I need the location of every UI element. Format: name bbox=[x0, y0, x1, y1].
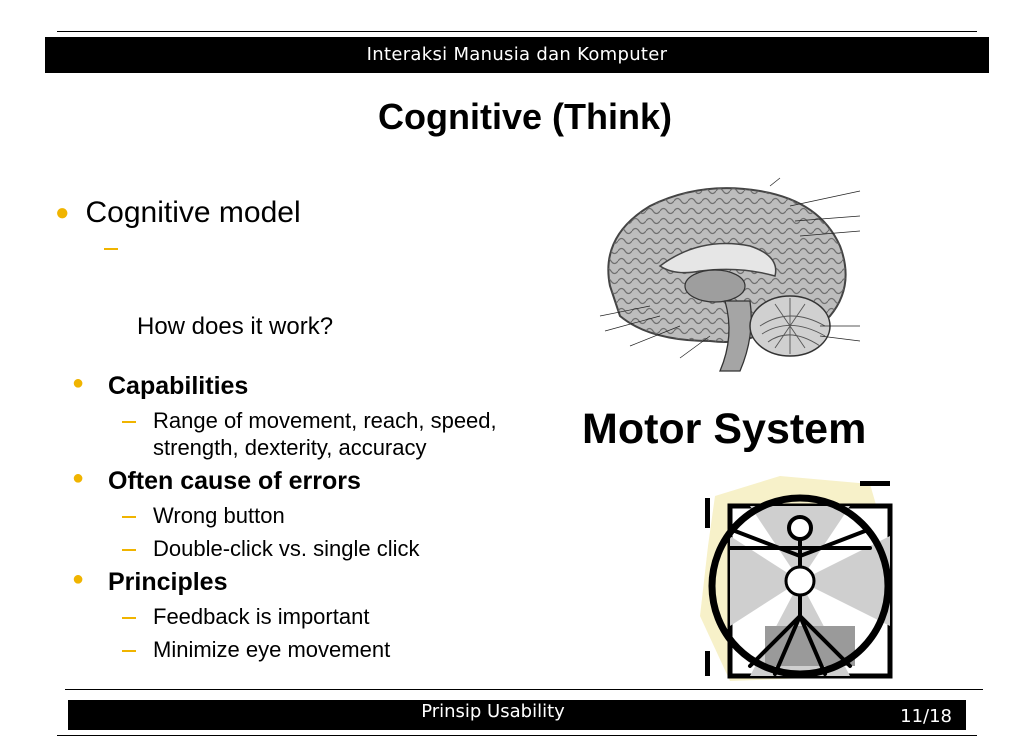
dash-icon bbox=[122, 421, 136, 423]
list-item: Wrong button bbox=[72, 502, 572, 529]
section-heading-text: Capabilities bbox=[108, 372, 249, 400]
main-bullet: ● Cognitive model bbox=[55, 196, 301, 230]
list-item: Double-click vs. single click bbox=[72, 535, 572, 562]
motor-system-heading: Motor System bbox=[582, 405, 867, 453]
footer-section-title: Prinsip Usability bbox=[421, 701, 565, 722]
list-item-text: Wrong button bbox=[153, 503, 285, 528]
brain-illustration bbox=[599, 177, 861, 372]
list-item-text: Double-click vs. single click bbox=[153, 536, 420, 561]
list-item: Range of movement, reach, speed, strengt… bbox=[72, 407, 543, 461]
list-item-text: Minimize eye movement bbox=[153, 637, 391, 662]
dash-icon bbox=[104, 248, 118, 250]
slide-title: Cognitive (Think) bbox=[378, 96, 672, 137]
course-title: Interaksi Manusia dan Komputer bbox=[366, 44, 668, 65]
section-heading: ● Principles bbox=[72, 568, 572, 597]
section-heading-text: Principles bbox=[108, 568, 228, 596]
vitruvian-man-illustration bbox=[700, 476, 893, 681]
page-number: 11/18 bbox=[900, 706, 952, 727]
bullet-dot-icon: ● bbox=[72, 467, 85, 489]
dash-icon bbox=[122, 650, 136, 652]
section-heading: ● Often cause of errors bbox=[72, 467, 572, 496]
bullet-dot-icon: ● bbox=[72, 372, 85, 394]
dash-icon bbox=[122, 617, 136, 619]
list-item-text: Range of movement, reach, speed, strengt… bbox=[153, 408, 497, 460]
section-heading: ● Capabilities bbox=[72, 372, 572, 401]
footer-bar: Prinsip Usability 11/18 bbox=[68, 700, 966, 730]
bottom-rule bbox=[57, 735, 977, 736]
header-bar: Interaksi Manusia dan Komputer bbox=[45, 37, 989, 73]
dash-icon bbox=[122, 549, 136, 551]
question-text: How does it work? bbox=[137, 313, 334, 340]
motor-list: ● Capabilities Range of movement, reach,… bbox=[72, 366, 572, 669]
section-heading-text: Often cause of errors bbox=[108, 467, 361, 495]
main-bullet-text: Cognitive model bbox=[85, 196, 301, 229]
dash-icon bbox=[122, 516, 136, 518]
footer-rule bbox=[65, 689, 983, 690]
list-item: Minimize eye movement bbox=[72, 636, 572, 663]
bullet-dot-icon: ● bbox=[55, 199, 70, 226]
top-rule bbox=[57, 31, 977, 32]
bullet-dot-icon: ● bbox=[72, 568, 85, 590]
list-item: Feedback is important bbox=[72, 603, 572, 630]
list-item-text: Feedback is important bbox=[153, 604, 370, 629]
